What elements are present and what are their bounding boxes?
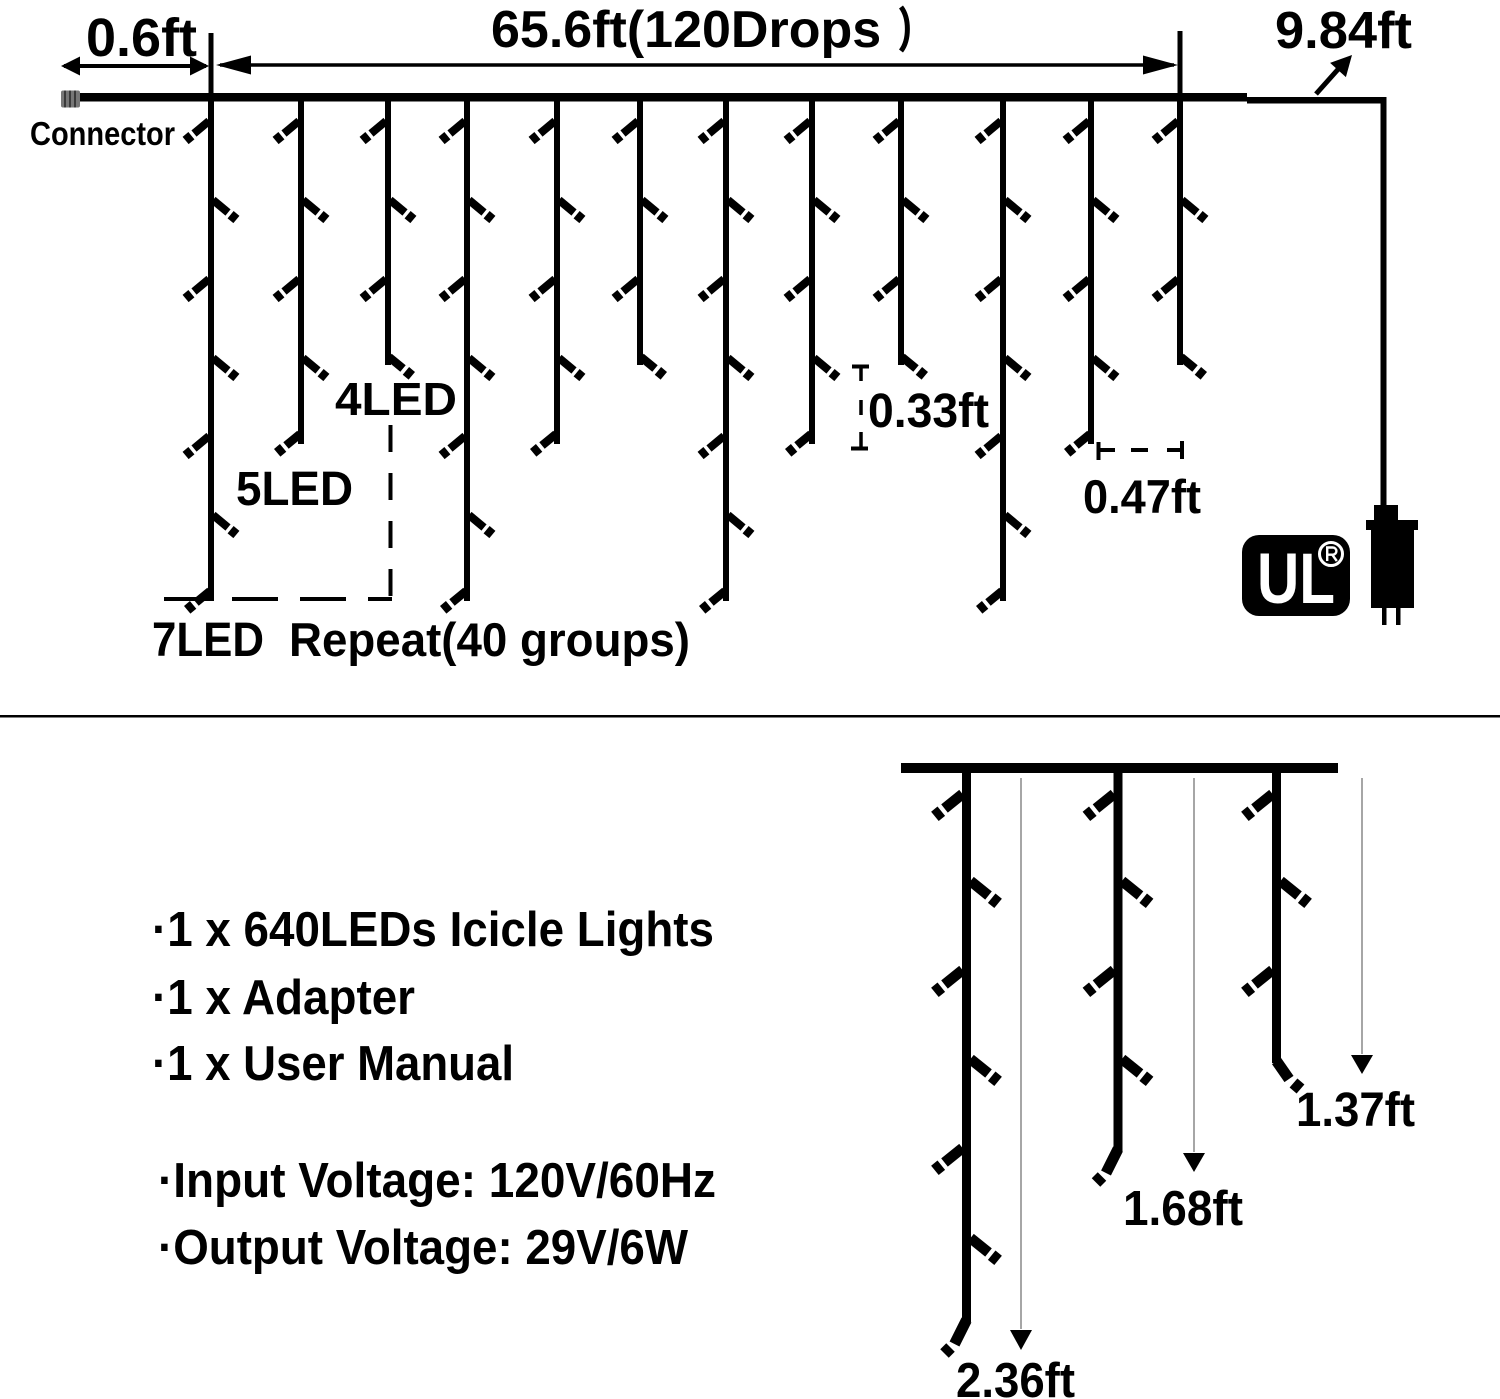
svg-text:1.68ft: 1.68ft <box>1123 1182 1243 1236</box>
svg-text:0.6ft: 0.6ft <box>86 8 197 68</box>
svg-text:Connector: Connector <box>30 115 175 152</box>
svg-text:·1 x User Manual: ·1 x User Manual <box>152 1036 514 1091</box>
svg-text:2.36ft: 2.36ft <box>956 1354 1075 1399</box>
svg-text:4LED: 4LED <box>335 373 457 425</box>
svg-text:0.33ft: 0.33ft <box>868 385 989 438</box>
svg-text:0.47ft: 0.47ft <box>1083 470 1201 523</box>
svg-text:5LED: 5LED <box>236 463 353 516</box>
svg-text:Repeat(40 groups): Repeat(40 groups) <box>289 613 690 666</box>
svg-text:UL: UL <box>1257 540 1335 619</box>
svg-text:·1 x 640LEDs Icicle Lights: ·1 x 640LEDs Icicle Lights <box>152 902 714 957</box>
svg-text:1.37ft: 1.37ft <box>1296 1084 1415 1137</box>
svg-text:·Input Voltage: 120V/60Hz: ·Input Voltage: 120V/60Hz <box>158 1153 716 1208</box>
svg-text:·Output Voltage: 29V/6W: ·Output Voltage: 29V/6W <box>158 1220 688 1275</box>
svg-text:·1 x Adapter: ·1 x Adapter <box>152 970 415 1025</box>
svg-text:9.84ft: 9.84ft <box>1275 2 1412 60</box>
svg-text:65.6ft(120Drops: 65.6ft(120Drops <box>491 1 881 59</box>
svg-text:7LED: 7LED <box>152 614 264 667</box>
